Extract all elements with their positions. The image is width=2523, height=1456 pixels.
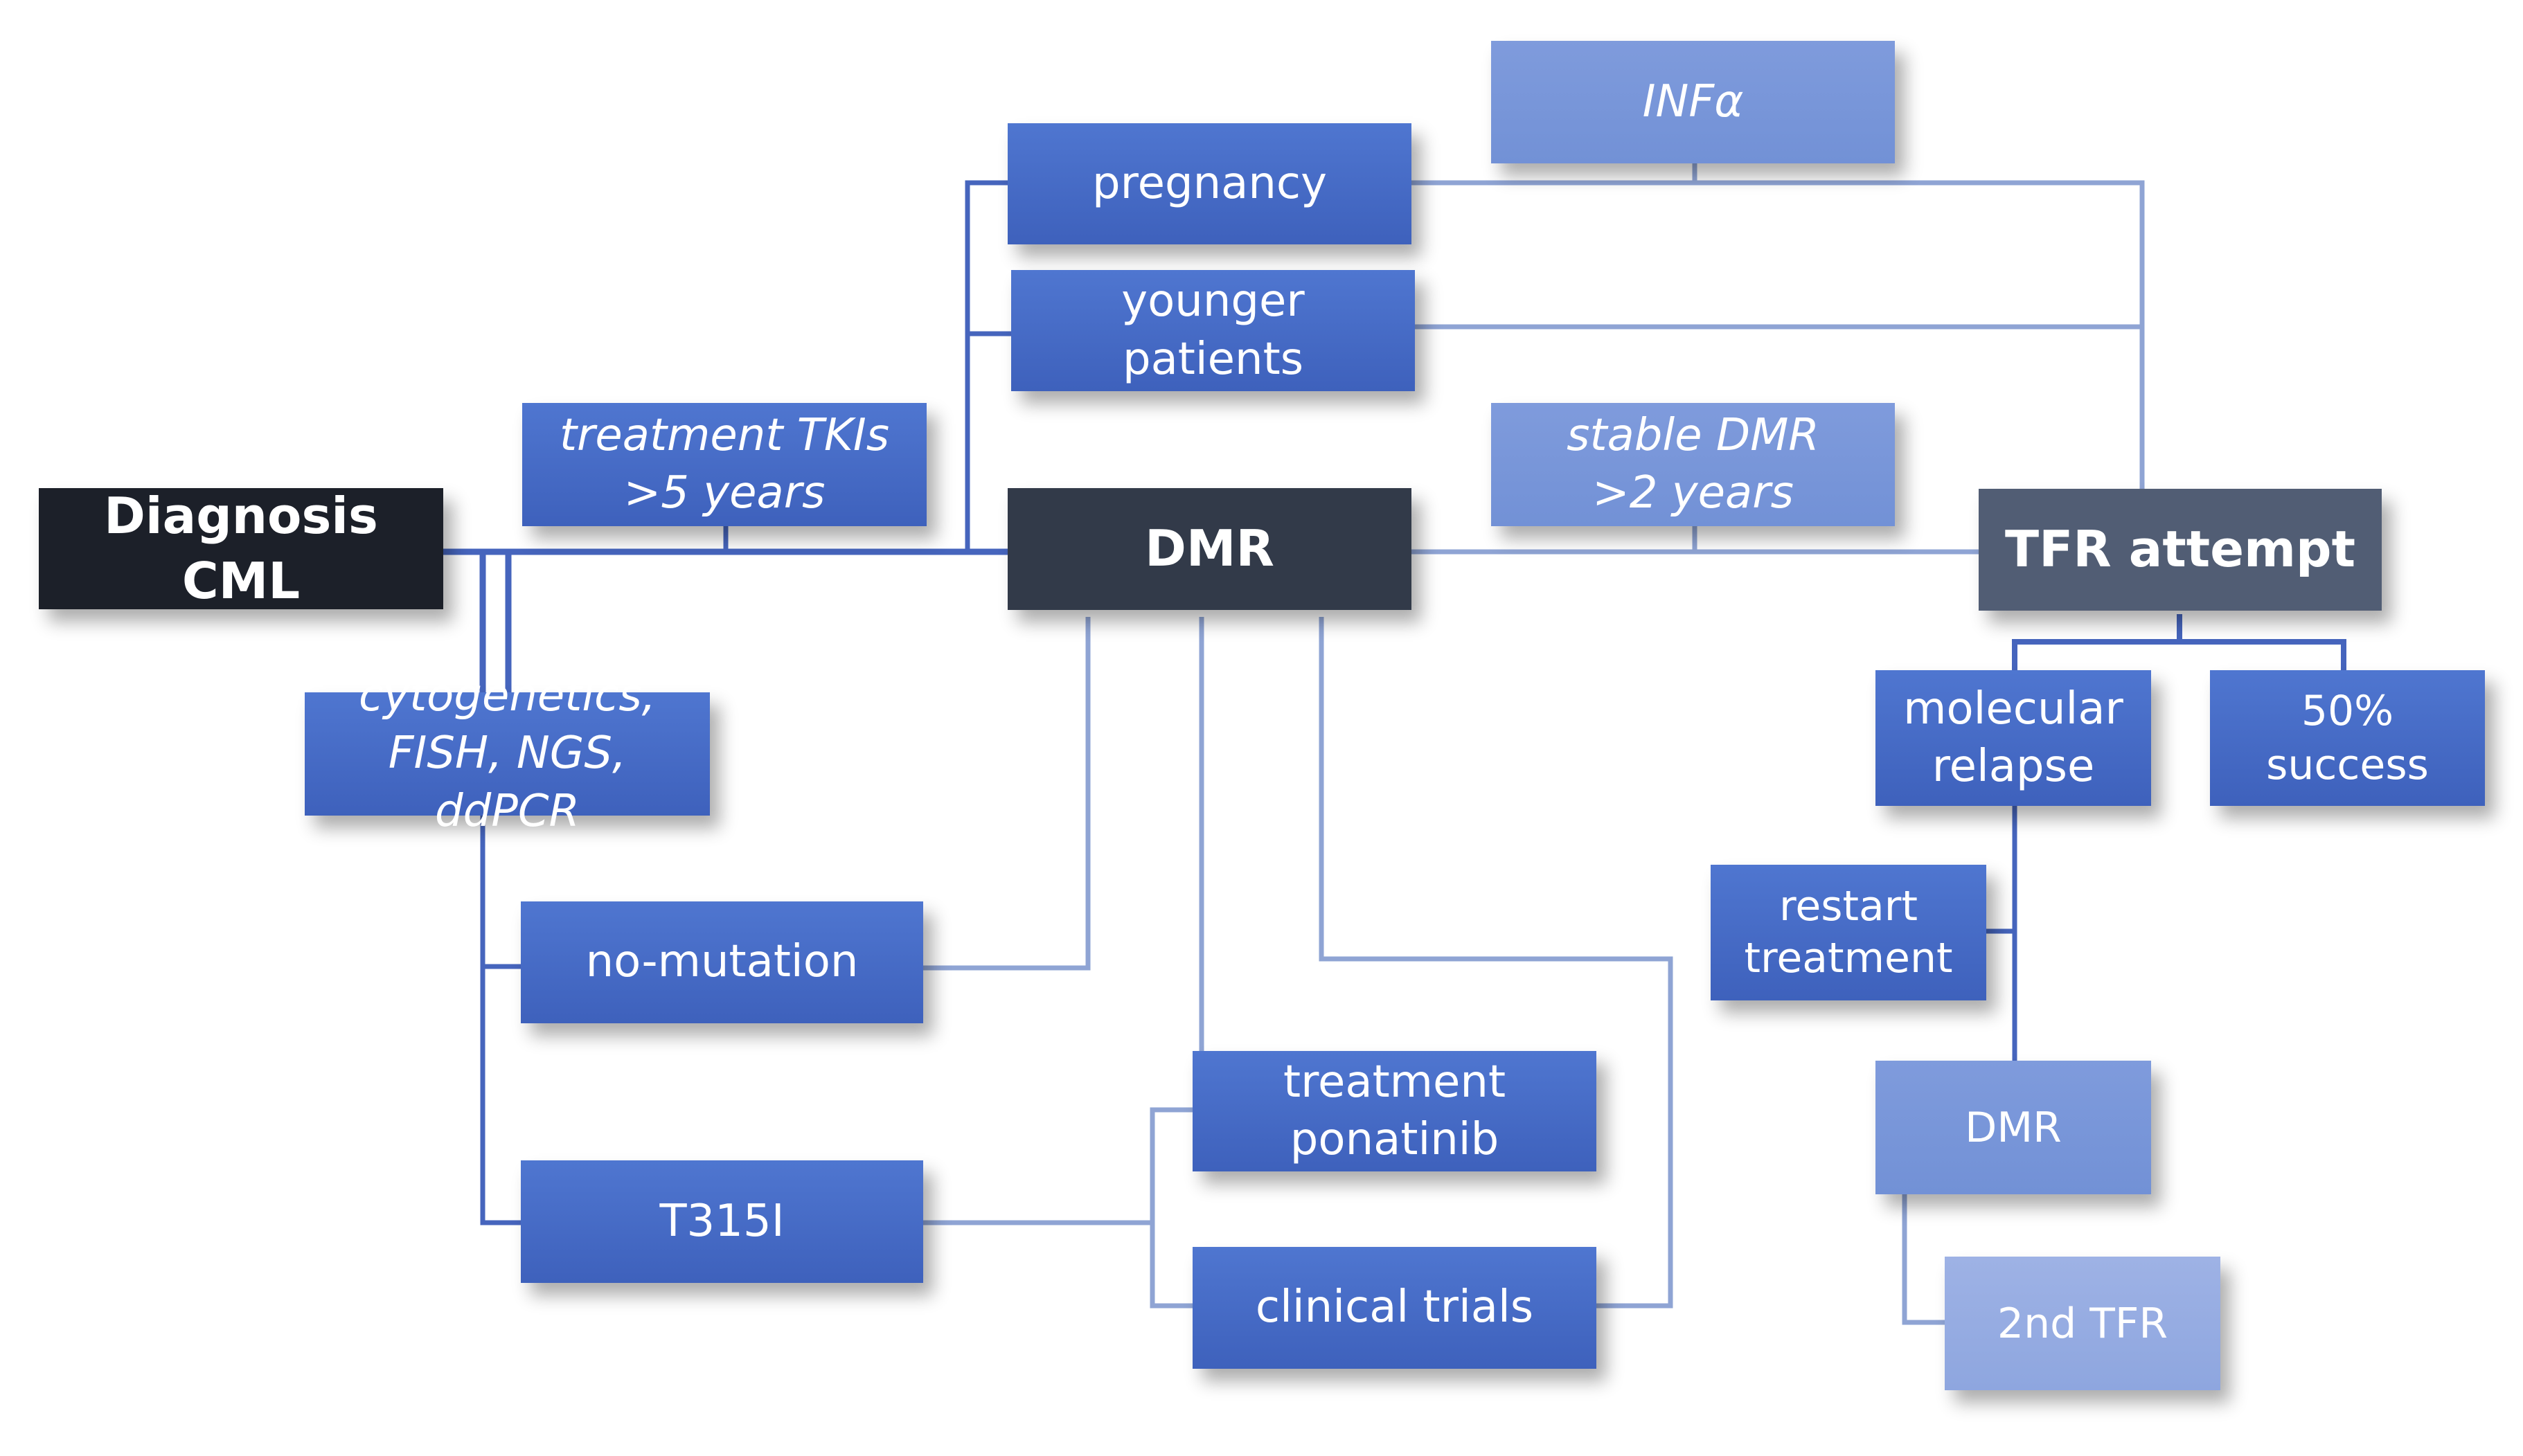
- connector-tfr-split: [2012, 639, 2346, 670]
- node-treatment-ponatinib-line2: ponatinib: [1290, 1114, 1499, 1165]
- node-stable-dmr-line1: stable DMR: [1567, 409, 1819, 461]
- node-50-success-label: 50% success: [2266, 687, 2429, 789]
- node-cytogenetics-line1: cytogenetics,: [359, 670, 656, 722]
- node-infa: INFα: [1491, 41, 1895, 163]
- connector-nomutation-dmr: [923, 617, 1091, 971]
- node-diagnosis-cml-label: Diagnosis CML: [104, 486, 378, 610]
- node-t315i: T315I: [521, 1160, 923, 1283]
- node-t315i-label: T315I: [659, 1195, 785, 1247]
- node-diagnosis-cml: Diagnosis CML: [39, 487, 443, 610]
- node-50-success: 50% success: [2210, 670, 2485, 806]
- node-infa-label: INFα: [1642, 75, 1744, 127]
- node-2nd-tfr: 2nd TFR: [1945, 1257, 2220, 1390]
- node-tfr-attempt-label: TFR attempt: [2004, 520, 2356, 579]
- node-2nd-tfr-label: 2nd TFR: [1997, 1299, 2168, 1348]
- node-dmr: DMR: [1008, 488, 1411, 610]
- node-clinical-trials-label: clinical trials: [1255, 1282, 1534, 1333]
- node-younger-patients-label: younger patients: [1121, 276, 1305, 385]
- node-molecular-relapse-line2: relapse: [1932, 741, 2095, 792]
- node-stable-dmr-line2: >2 years: [1592, 467, 1794, 519]
- connector-pregnancy-tfr: [1411, 180, 2145, 489]
- connector-dmr2-2ndtfr: [1902, 1194, 1945, 1325]
- node-younger-patients: younger patients: [1011, 270, 1415, 391]
- node-cytogenetics: cytogenetics, FISH, NGS, ddPCR: [305, 670, 710, 837]
- node-pregnancy: pregnancy: [1008, 123, 1411, 244]
- node-dmr-second-label: DMR: [1965, 1103, 2062, 1152]
- node-molecular-relapse: molecular relapse: [1875, 670, 2151, 806]
- node-treatment-ponatinib-line1: treatment: [1283, 1056, 1506, 1108]
- connector-t315i-options: [1150, 1107, 1193, 1309]
- node-restart-treatment-line1: restart: [1778, 882, 1918, 931]
- node-cytogenetics-line2: FISH, NGS, ddPCR: [388, 728, 627, 837]
- node-restart-treatment-line2: treatment: [1744, 934, 1953, 982]
- node-restart-treatment: restart treatment: [1711, 865, 1986, 1000]
- node-no-mutation: no-mutation: [521, 901, 923, 1023]
- node-dmr-second: DMR: [1875, 1061, 2151, 1194]
- node-tfr-attempt: TFR attempt: [1979, 489, 2382, 611]
- connector-dmr-pregnancy: [965, 180, 1008, 552]
- node-treatment-tkis: treatment TKIs >5 years: [522, 403, 927, 526]
- node-no-mutation-label: no-mutation: [585, 936, 859, 988]
- connector-dmr-trials: [1319, 617, 1673, 1309]
- node-molecular-relapse-line1: molecular: [1903, 683, 2123, 735]
- node-dmr-label: DMR: [1145, 519, 1274, 578]
- node-treatment-tkis-line1: treatment TKIs: [559, 409, 890, 461]
- connector-cyto-branch: [480, 816, 521, 1225]
- node-clinical-trials: clinical trials: [1193, 1247, 1596, 1369]
- node-treatment-tkis-line2: >5 years: [623, 467, 826, 519]
- node-pregnancy-label: pregnancy: [1092, 157, 1327, 209]
- node-stable-dmr: stable DMR >2 years: [1491, 403, 1895, 526]
- node-treatment-ponatinib: treatment ponatinib: [1193, 1051, 1596, 1171]
